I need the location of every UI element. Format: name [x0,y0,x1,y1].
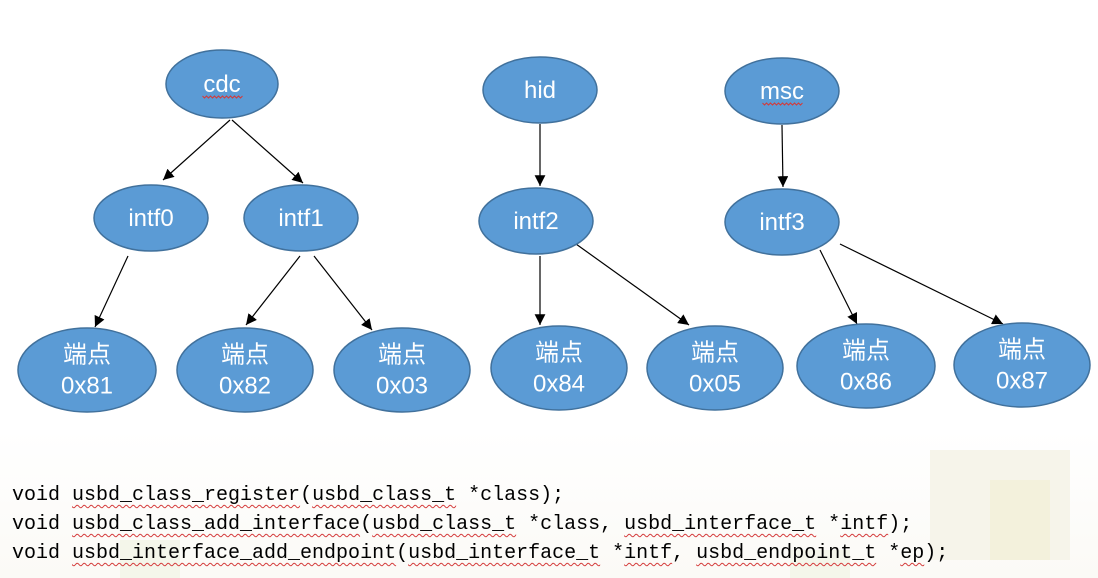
code-token-underlined: usbd_class_t [372,513,517,536]
code-token: * [816,513,841,536]
node-label: 端点 [842,338,890,365]
node-label: 0x81 [61,373,113,400]
background-strip [0,430,1098,578]
node-intf0: intf0 [93,184,209,252]
node-label: 0x84 [533,371,585,398]
node-ep87: 端点 0x87 [953,322,1091,408]
node-ep81: 端点 0x81 [17,327,157,413]
code-token: *class); [456,484,565,507]
node-shape [646,325,784,411]
node-ep84: 端点 0x84 [490,325,628,411]
spellcheck-squiggle [762,102,803,106]
node-intf1: intf1 [243,184,359,252]
node-shape [478,187,594,255]
node-shape [724,57,840,125]
code-token: ); [888,513,913,536]
edge-intf2-to-ep05 [575,243,690,326]
node-label: 端点 [535,340,583,367]
node-label: 端点 [691,340,739,367]
node-intf3: intf3 [724,188,840,256]
edge-cdc-to-intf0 [162,119,231,181]
code-block: void usbd_class_register(usbd_class_t *c… [12,481,948,568]
node-ep86: 端点 0x86 [796,323,936,409]
edge-msc-to-intf3 [777,124,789,188]
node-shape [165,49,279,119]
code-token: , [672,542,697,565]
node-shape [176,327,314,413]
node-hid: hid [482,56,598,124]
code-token: void [12,513,73,536]
node-shape [490,325,628,411]
node-label: 0x05 [689,371,741,398]
usb-class-tree-diagram: cdc hid msc intf0 intf1 intf2 intf3 端点 0x81 端点 0x8… [17,49,1091,413]
code-token-underlined: usbd_interface_t [408,542,601,565]
code-token: void [12,542,73,565]
node-label: intf1 [278,205,323,232]
edge-cdc-to-intf1 [231,119,304,184]
node-label: 0x86 [840,369,892,396]
node-msc: msc [724,57,840,125]
background-decoration [990,480,1050,560]
edges-layer [94,119,1004,331]
node-ep05: 端点 0x05 [646,325,784,411]
node-shape [482,56,598,124]
edge-intf1-to-ep82 [245,255,301,326]
code-line: void usbd_class_add_interface(usbd_class… [12,510,948,539]
node-label: intf2 [513,208,558,235]
background-decoration [790,550,850,578]
node-label: msc [760,78,804,105]
node-label: 端点 [63,342,111,369]
code-token: void [12,484,73,507]
code-line: void usbd_class_register(usbd_class_t *c… [12,481,948,510]
code-line: void usbd_interface_add_endpoint(usbd_in… [12,539,948,568]
edge-intf3-to-ep87 [839,243,1004,325]
node-shape [953,322,1091,408]
edge-intf1-to-ep03 [313,255,373,331]
node-label: 端点 [998,337,1046,364]
node-ep03: 端点 0x03 [333,327,471,413]
code-token-underlined: intf [624,542,673,565]
code-token: * [876,542,901,565]
code-token-underlined: ep [900,542,925,565]
code-token: ( [300,484,313,507]
edge-intf0-to-ep81 [94,255,129,328]
code-token-underlined: usbd_class_register [72,484,301,507]
code-token: * [600,542,625,565]
node-shape [796,323,936,409]
code-token-underlined: usbd_class_add_interface [72,513,361,536]
node-shape [333,327,471,413]
code-token: ( [396,542,409,565]
node-shape [93,184,209,252]
node-ep82: 端点 0x82 [176,327,314,413]
node-intf2: intf2 [478,187,594,255]
node-shape [243,184,359,252]
code-token: ); [924,542,949,565]
node-label: intf3 [759,209,804,236]
code-token: ( [360,513,373,536]
code-token-underlined: usbd_endpoint_t [696,542,877,565]
node-label: 0x82 [219,373,271,400]
code-token: *class, [516,513,625,536]
code-token-underlined: usbd_interface_t [624,513,817,536]
node-label: hid [524,77,556,104]
node-shape [724,188,840,256]
node-label: 0x87 [996,368,1048,395]
edge-intf3-to-ep86 [819,249,858,325]
node-label: 端点 [221,342,269,369]
node-shape [17,327,157,413]
nodes-layer: cdc hid msc intf0 intf1 intf2 intf3 端点 0x81 端点 0x8… [17,49,1091,413]
node-label: cdc [203,71,240,98]
node-cdc: cdc [165,49,279,119]
node-label: 端点 [378,342,426,369]
node-label: 0x03 [376,373,428,400]
code-token-underlined: intf [840,513,889,536]
node-label: intf0 [128,205,173,232]
background-decoration [120,540,180,578]
code-token-underlined: usbd_class_t [312,484,457,507]
spellcheck-squiggle [202,95,243,99]
code-token-underlined: usbd_interface_add_endpoint [72,542,397,565]
